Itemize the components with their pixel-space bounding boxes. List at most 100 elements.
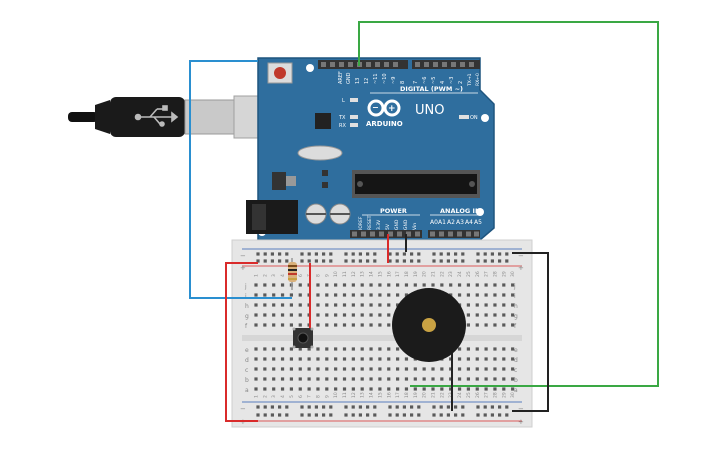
breadboard-hole[interactable]: [254, 323, 258, 327]
breadboard-hole[interactable]: [334, 283, 338, 287]
breadboard-hole[interactable]: [289, 323, 293, 327]
breadboard-hole[interactable]: [334, 347, 338, 351]
breadboard-hole[interactable]: [466, 387, 470, 391]
breadboard-hole[interactable]: [511, 303, 515, 307]
breadboard-hole[interactable]: [402, 252, 406, 256]
breadboard-hole[interactable]: [373, 259, 377, 263]
breadboard-hole[interactable]: [431, 377, 435, 381]
breadboard-hole[interactable]: [475, 293, 479, 297]
breadboard-hole[interactable]: [351, 377, 355, 381]
breadboard-hole[interactable]: [278, 413, 282, 417]
breadboard-hole[interactable]: [256, 405, 260, 409]
breadboard-hole[interactable]: [351, 413, 355, 417]
breadboard-hole[interactable]: [395, 413, 399, 417]
breadboard-hole[interactable]: [270, 259, 274, 263]
breadboard-hole[interactable]: [272, 347, 276, 351]
breadboard-hole[interactable]: [300, 413, 304, 417]
breadboard-hole[interactable]: [439, 259, 443, 263]
breadboard-hole[interactable]: [511, 387, 515, 391]
breadboard-hole[interactable]: [493, 313, 497, 317]
breadboard-hole[interactable]: [490, 405, 494, 409]
breadboard-hole[interactable]: [388, 259, 392, 263]
breadboard-hole[interactable]: [449, 357, 453, 361]
breadboard-hole[interactable]: [351, 347, 355, 351]
breadboard-hole[interactable]: [388, 252, 392, 256]
breadboard-hole[interactable]: [360, 387, 364, 391]
breadboard-hole[interactable]: [358, 413, 362, 417]
breadboard-hole[interactable]: [484, 387, 488, 391]
breadboard-hole[interactable]: [369, 367, 373, 371]
breadboard-hole[interactable]: [342, 313, 347, 317]
breadboard-hole[interactable]: [484, 313, 488, 317]
breadboard-hole[interactable]: [484, 293, 488, 297]
breadboard-hole[interactable]: [270, 413, 274, 417]
breadboard-hole[interactable]: [263, 303, 267, 307]
breadboard-hole[interactable]: [505, 405, 509, 409]
breadboard-hole[interactable]: [387, 283, 391, 287]
breadboard-hole[interactable]: [454, 252, 458, 256]
breadboard-hole[interactable]: [342, 283, 347, 287]
breadboard-hole[interactable]: [285, 252, 289, 256]
breadboard-hole[interactable]: [272, 387, 276, 391]
breadboard-hole[interactable]: [498, 413, 502, 417]
breadboard-hole[interactable]: [387, 293, 391, 297]
breadboard-hole[interactable]: [484, 303, 488, 307]
breadboard-hole[interactable]: [466, 377, 470, 381]
breadboard-hole[interactable]: [449, 283, 453, 287]
breadboard-hole[interactable]: [502, 347, 506, 351]
breadboard-hole[interactable]: [466, 347, 470, 351]
breadboard-hole[interactable]: [475, 313, 479, 317]
breadboard-hole[interactable]: [280, 347, 285, 351]
breadboard-hole[interactable]: [490, 413, 494, 417]
breadboard-hole[interactable]: [505, 252, 509, 256]
breadboard-hole[interactable]: [329, 413, 333, 417]
breadboard-hole[interactable]: [316, 357, 320, 361]
breadboard-hole[interactable]: [351, 357, 355, 361]
breadboard-hole[interactable]: [351, 313, 355, 317]
breadboard-hole[interactable]: [256, 413, 260, 417]
breadboard-hole[interactable]: [334, 367, 338, 371]
breadboard-hole[interactable]: [351, 387, 355, 391]
breadboard-hole[interactable]: [395, 252, 399, 256]
breadboard-hole[interactable]: [344, 405, 348, 409]
breadboard-hole[interactable]: [334, 387, 338, 391]
breadboard-hole[interactable]: [278, 259, 282, 263]
breadboard-hole[interactable]: [493, 303, 497, 307]
breadboard-hole[interactable]: [373, 252, 377, 256]
breadboard-hole[interactable]: [387, 367, 391, 371]
breadboard-hole[interactable]: [466, 283, 470, 287]
breadboard-hole[interactable]: [280, 377, 285, 381]
breadboard-hole[interactable]: [378, 303, 382, 307]
breadboard-hole[interactable]: [511, 313, 515, 317]
breadboard-hole[interactable]: [483, 259, 487, 263]
breadboard-hole[interactable]: [263, 323, 267, 327]
breadboard-hole[interactable]: [461, 413, 465, 417]
breadboard-hole[interactable]: [360, 293, 364, 297]
breadboard-hole[interactable]: [484, 347, 488, 351]
breadboard-hole[interactable]: [280, 313, 285, 317]
breadboard-hole[interactable]: [351, 323, 355, 327]
breadboard-holes[interactable]: [254, 252, 515, 417]
breadboard-hole[interactable]: [476, 405, 480, 409]
breadboard-hole[interactable]: [466, 357, 470, 361]
breadboard-hole[interactable]: [476, 252, 480, 256]
breadboard-hole[interactable]: [272, 283, 276, 287]
breadboard-hole[interactable]: [360, 283, 364, 287]
breadboard-hole[interactable]: [256, 252, 260, 256]
breadboard-hole[interactable]: [298, 303, 302, 307]
breadboard-hole[interactable]: [475, 387, 479, 391]
breadboard-hole[interactable]: [449, 293, 453, 297]
red-wire-rail-left[interactable]: [225, 262, 258, 422]
breadboard-hole[interactable]: [511, 357, 515, 361]
breadboard-hole[interactable]: [493, 323, 497, 327]
breadboard-hole[interactable]: [344, 252, 348, 256]
breadboard-hole[interactable]: [457, 367, 462, 371]
breadboard-hole[interactable]: [432, 413, 436, 417]
breadboard-hole[interactable]: [449, 377, 453, 381]
breadboard-hole[interactable]: [404, 377, 409, 381]
breadboard-hole[interactable]: [369, 303, 373, 307]
breadboard-hole[interactable]: [314, 252, 318, 256]
breadboard-hole[interactable]: [351, 293, 355, 297]
breadboard-hole[interactable]: [254, 377, 258, 381]
breadboard-hole[interactable]: [431, 283, 435, 287]
